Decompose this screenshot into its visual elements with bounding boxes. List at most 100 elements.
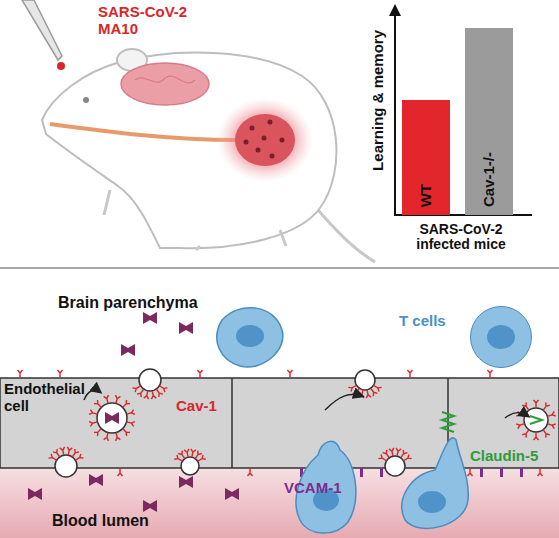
virus-dot — [250, 126, 255, 131]
cav-1-protein — [534, 400, 539, 408]
t-cell — [217, 308, 283, 367]
cav-1-protein — [547, 424, 555, 429]
cav-1-protein — [543, 430, 550, 438]
cav-1-protein — [383, 450, 390, 458]
cav-1-protein — [126, 410, 134, 415]
vcam-1 — [380, 468, 383, 477]
caveola — [55, 455, 77, 477]
cav-1-protein — [516, 424, 524, 429]
cav-1-protein — [144, 391, 149, 399]
cav-1-protein — [133, 386, 141, 392]
cav-1-protein — [116, 432, 121, 440]
pipette — [22, 0, 62, 60]
cav-1-protein — [75, 454, 83, 460]
chart-caption: SARS-CoV-2 infected mice — [405, 222, 517, 253]
bar: Cav-1-/- — [465, 28, 513, 215]
cav-1-protein — [53, 449, 60, 457]
caveolae — [18, 369, 556, 477]
cav-1-protein — [18, 370, 23, 378]
cell-junction — [231, 378, 233, 468]
cav-1-protein — [389, 448, 394, 456]
cav-1-protein — [123, 400, 130, 407]
trachea — [50, 124, 236, 140]
vesicle — [524, 408, 548, 432]
cav-1-protein — [118, 468, 123, 476]
vesicle — [97, 403, 127, 433]
cav-1-protein — [534, 432, 539, 440]
t-cell — [402, 438, 468, 529]
cav-1-protein — [116, 395, 121, 403]
cav-1-protein — [195, 451, 202, 459]
virus-dot — [256, 148, 261, 153]
lung — [235, 114, 295, 166]
axis-arrowhead — [389, 4, 401, 16]
virus-particle — [179, 476, 193, 488]
caveola — [139, 369, 161, 391]
vcam-1 — [520, 468, 523, 477]
cav-1-protein — [174, 455, 182, 461]
node-label: T cells — [399, 313, 467, 330]
virus-particle — [105, 412, 119, 424]
brain-fold — [135, 76, 195, 83]
node-label: Endothelial cell — [4, 381, 94, 414]
protein-label: Claudin-5 — [470, 448, 538, 465]
mouse-paw — [104, 190, 286, 250]
region-label: Blood lumen — [52, 512, 149, 530]
cav-1-protein — [123, 429, 130, 436]
virus-dot — [244, 140, 249, 145]
cav-1-protein — [137, 389, 144, 397]
bar: WT — [402, 100, 450, 215]
cav-1-protein — [156, 389, 163, 397]
cav-1-protein — [366, 390, 371, 398]
protein-label: VCAM-1 — [284, 480, 342, 497]
virus-particles — [28, 312, 239, 512]
cav-1-protein — [401, 450, 408, 458]
cav-1-protein — [89, 410, 97, 415]
virus-particle — [89, 474, 103, 486]
transport-arrow — [325, 394, 362, 410]
t-cell-nucleus — [236, 325, 264, 347]
mouse-tail — [318, 210, 375, 262]
cav-1-protein — [67, 447, 72, 455]
cav-1-protein — [408, 370, 413, 378]
cav-1-protein — [468, 468, 473, 476]
cav-1-protein — [538, 468, 543, 476]
cav-1-protein — [543, 402, 550, 410]
cav-1-protein — [396, 448, 401, 456]
cav-1-protein — [49, 454, 57, 460]
cav-1-protein — [94, 429, 101, 436]
virus-label: SARS-CoV-2 MA10 — [98, 4, 198, 37]
chart-axis — [395, 10, 532, 215]
virus-particle — [143, 312, 157, 324]
virus-dot — [268, 120, 273, 125]
cav-1-protein — [547, 411, 555, 416]
cav-1-protein — [126, 422, 134, 427]
cav-1-protein — [151, 391, 156, 399]
caveola — [181, 457, 199, 475]
cav-1-protein — [371, 388, 378, 396]
cav-1-protein — [104, 432, 109, 440]
bar-label: WT — [418, 184, 435, 207]
transport-arrow — [505, 413, 528, 419]
virus-particle — [179, 322, 193, 334]
panel-divider — [0, 267, 559, 269]
region-label: Brain parenchyma — [58, 294, 198, 312]
cav-1-protein — [378, 454, 386, 460]
virus-dot — [262, 136, 267, 141]
cav-1-protein — [72, 449, 79, 457]
cav-1-protein — [359, 390, 364, 398]
virus-particle — [28, 488, 42, 500]
cav-1-protein — [198, 455, 206, 461]
t-cell-nucleus — [487, 325, 515, 349]
endothelial-band — [0, 378, 559, 468]
cav-1-protein — [60, 447, 65, 455]
cav-1-protein — [348, 385, 356, 391]
cav-1-protein — [184, 449, 189, 457]
cav-1-protein — [522, 402, 529, 410]
droplet — [57, 62, 65, 70]
virus-dots — [244, 120, 285, 159]
cav-1-protein — [94, 400, 101, 407]
cav-1-protein — [198, 370, 203, 378]
cav-1-protein — [488, 370, 493, 378]
claudin-5 — [442, 412, 454, 432]
